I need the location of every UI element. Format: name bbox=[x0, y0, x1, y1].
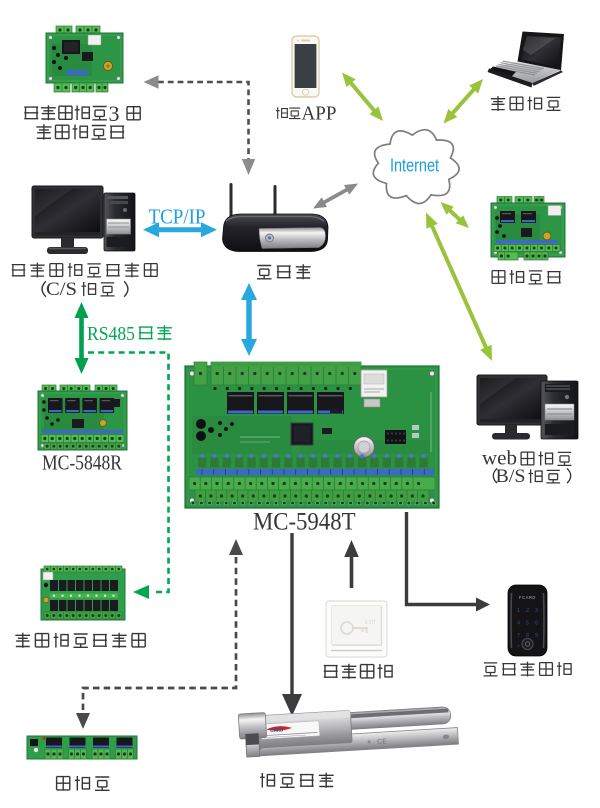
svg-text:RS485: RS485 bbox=[87, 323, 135, 345]
svg-text:EXIT: EXIT bbox=[365, 620, 376, 626]
svg-text:3: 3 bbox=[109, 101, 120, 126]
svg-text:MC-5848R: MC-5848R bbox=[42, 451, 122, 475]
svg-text:*: * bbox=[517, 645, 520, 651]
svg-text:7: 7 bbox=[517, 633, 520, 639]
svg-text:3: 3 bbox=[535, 608, 538, 614]
svg-text:web: web bbox=[482, 448, 517, 470]
svg-text:CARD: CARD bbox=[270, 727, 284, 733]
svg-text:C/S: C/S bbox=[46, 279, 77, 300]
svg-text:MC-5948T: MC-5948T bbox=[253, 509, 356, 536]
svg-text:B/S: B/S bbox=[496, 466, 526, 487]
svg-text:CE: CE bbox=[377, 738, 387, 746]
svg-text:1: 1 bbox=[517, 608, 520, 614]
svg-text:9: 9 bbox=[535, 633, 538, 639]
svg-text:FCARD: FCARD bbox=[519, 595, 536, 600]
svg-text:APP: APP bbox=[302, 103, 337, 125]
svg-text:4: 4 bbox=[517, 621, 520, 627]
svg-text:Internet: Internet bbox=[390, 156, 439, 176]
svg-text:8: 8 bbox=[526, 633, 529, 639]
svg-text:5: 5 bbox=[526, 621, 529, 627]
svg-text:6: 6 bbox=[535, 621, 538, 627]
svg-text:2: 2 bbox=[526, 608, 529, 614]
